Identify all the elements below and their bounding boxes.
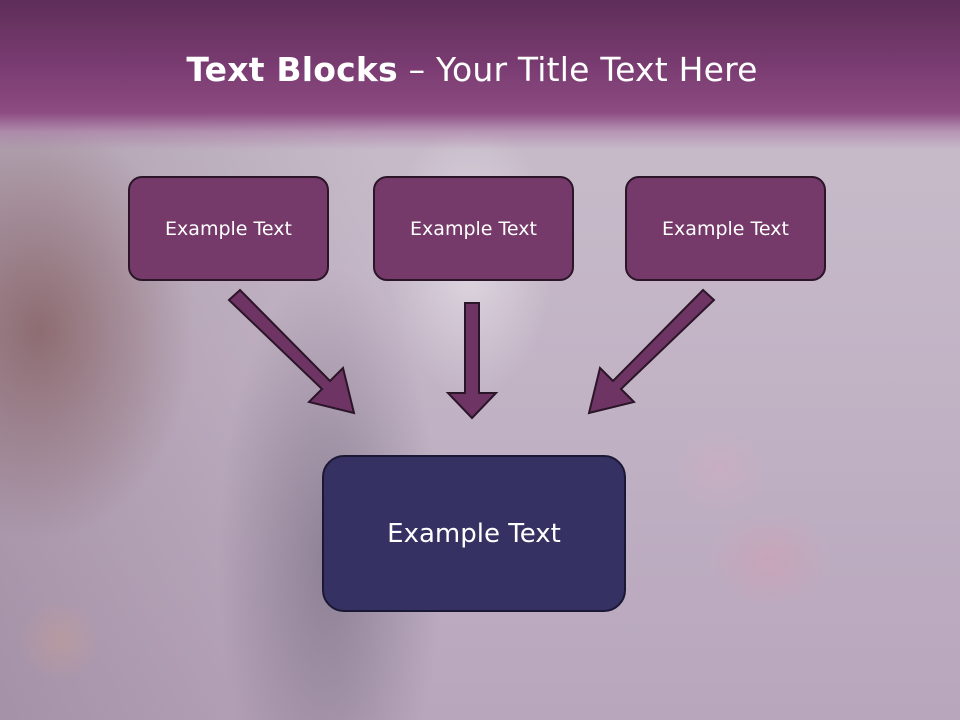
title-bold-part: Text Blocks <box>186 50 398 89</box>
arrow-right-down-left <box>587 288 716 415</box>
text-block-top-2-label: Example Text <box>410 217 537 240</box>
text-block-top-1[interactable]: Example Text <box>128 176 329 281</box>
text-block-top-1-label: Example Text <box>165 217 292 240</box>
text-block-bottom[interactable]: Example Text <box>322 455 626 612</box>
arrow-left-down-right <box>227 288 356 415</box>
text-block-bottom-label: Example Text <box>387 518 561 549</box>
arrow-center-down <box>445 302 499 420</box>
title-separator: – <box>397 50 436 89</box>
text-block-top-3-label: Example Text <box>662 217 789 240</box>
slide-title: Text Blocks – Your Title Text Here <box>0 50 944 89</box>
title-rest: Your Title Text Here <box>435 50 758 89</box>
title-band <box>0 0 960 150</box>
text-block-top-3[interactable]: Example Text <box>625 176 826 281</box>
text-block-top-2[interactable]: Example Text <box>373 176 574 281</box>
